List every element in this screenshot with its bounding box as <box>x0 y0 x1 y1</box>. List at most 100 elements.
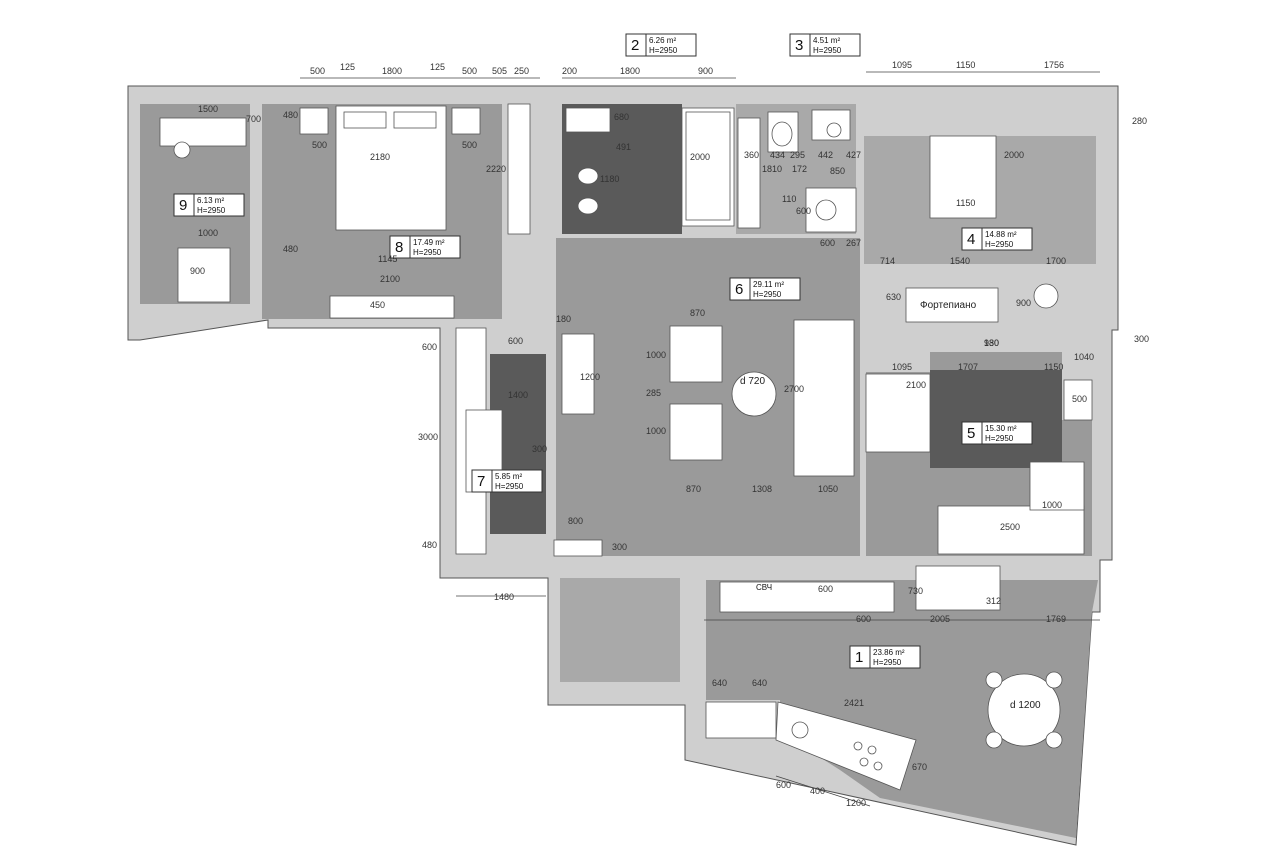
dimension-room2: 360 <box>744 150 759 160</box>
room-area: 17.49 m² <box>413 238 445 247</box>
dimension-room8: 2180 <box>370 152 390 162</box>
dimension-room2: 267 <box>846 238 861 248</box>
svg-text:СВЧ: СВЧ <box>756 583 772 592</box>
room-number: 4 <box>967 231 975 248</box>
dimension-kitchen: 1200 <box>846 798 866 808</box>
armchair <box>669 403 723 461</box>
dimension-room4: 1540 <box>950 256 970 266</box>
dimension-room5: 2500 <box>1000 522 1020 532</box>
dimension-room6: 1000 <box>646 426 666 436</box>
room-label-4: 4 14.88 m²H=2950 <box>961 227 1033 251</box>
dimension-top: 1095 <box>892 60 912 70</box>
dimension-room2: 600 <box>796 206 811 216</box>
dimension-top: 500 <box>310 66 325 76</box>
dimension-room8: 900 <box>190 266 205 276</box>
piano <box>905 287 999 323</box>
dimension-room5: 1150 <box>1044 362 1063 372</box>
dimension-room8: 2100 <box>380 274 400 284</box>
dimension-room5: 1707 <box>958 362 978 372</box>
dimension-room2: 434 <box>770 150 785 160</box>
dimension-room8: 2220 <box>486 164 506 174</box>
dimension-room6: 285 <box>646 388 661 398</box>
dimension-room5: 930 <box>984 338 999 348</box>
dimension-room6: 1050 <box>818 484 838 494</box>
dimension-room2: 427 <box>846 150 861 160</box>
dimension-top: 250 <box>514 66 529 76</box>
dimension-kitchen: 1769 <box>1046 614 1066 624</box>
dresser <box>329 295 455 319</box>
dimension-room4: 714 <box>880 256 895 266</box>
dimension-room4: 1150 <box>956 198 975 208</box>
dimension-room2: 680 <box>614 112 629 122</box>
dimension-room7: 1480 <box>494 592 514 602</box>
room-area: 14.88 m² <box>985 230 1017 239</box>
dimension-room7: 480 <box>422 540 437 550</box>
dimension-room6: 600 <box>508 336 523 346</box>
dimension-top: 125 <box>340 62 355 72</box>
dimension-top: 200 <box>562 66 577 76</box>
dimension-kitchen: 600 <box>776 780 791 790</box>
sofa <box>937 505 1085 555</box>
room-number: 8 <box>395 239 403 256</box>
dimension-kitchen: 600 <box>818 584 833 594</box>
room-area: 6.13 m² <box>197 196 224 205</box>
svg-text:d 720: d 720 <box>740 376 765 387</box>
dimension-room5: 1040 <box>1074 352 1094 362</box>
dimension-room8: 500 <box>312 140 327 150</box>
room-area: 5.85 m² <box>495 472 522 481</box>
room-number: 2 <box>631 37 639 54</box>
dimension-top: 1800 <box>620 66 640 76</box>
room-height: H=2950 <box>873 658 902 667</box>
dimension-top: 505 <box>492 66 507 76</box>
dimension-kitchen: 640 <box>712 678 727 688</box>
dimension-room4: 180 <box>984 338 999 348</box>
room-height: H=2950 <box>197 206 226 215</box>
bed <box>929 135 997 219</box>
dimension-room2: 491 <box>616 142 631 152</box>
dimension-top: 500 <box>462 66 477 76</box>
dimension-room2: 1810 <box>762 164 782 174</box>
room-height: H=2950 <box>985 240 1014 249</box>
dimension-room2: 850 <box>830 166 845 176</box>
dimension-room2: 442 <box>818 150 833 160</box>
dimension-room8: 1145 <box>378 254 397 264</box>
dimension-room2: 2000 <box>690 152 710 162</box>
desk <box>159 117 247 147</box>
room-area: 23.86 m² <box>873 648 905 657</box>
armchair <box>177 247 231 303</box>
room-number: 6 <box>735 281 743 298</box>
dimension-room2: 1180 <box>600 174 619 184</box>
dimension-room7: 600 <box>422 342 437 352</box>
dimension-room8: 700 <box>246 114 261 124</box>
dimension-room2: 295 <box>790 150 805 160</box>
dimension-room5: 1095 <box>892 362 912 372</box>
dimension-room6: 300 <box>612 542 627 552</box>
dimension-room8: 500 <box>462 140 477 150</box>
dimension-room6: 870 <box>686 484 701 494</box>
dimension-room4: 900 <box>1016 298 1031 308</box>
room-height: H=2950 <box>813 46 842 55</box>
dimension-room4: 630 <box>886 292 901 302</box>
dimension-room6: 1000 <box>646 350 666 360</box>
dimension-room6: 870 <box>690 308 705 318</box>
dining-table <box>987 673 1061 747</box>
dimension-top: 125 <box>430 62 445 72</box>
dimension-kitchen: 600 <box>856 614 871 624</box>
room-number: 3 <box>795 37 803 54</box>
dimension-room5: 2100 <box>906 380 926 390</box>
room-area: 29.11 m² <box>753 280 784 289</box>
dimension-room8: 450 <box>370 300 385 310</box>
dimension-room7: 3000 <box>418 432 438 442</box>
piano-label: Фортепиано <box>920 300 977 311</box>
room-number: 5 <box>967 425 975 442</box>
dimension-top: 900 <box>698 66 713 76</box>
room-area: 6.26 m² <box>649 36 676 45</box>
